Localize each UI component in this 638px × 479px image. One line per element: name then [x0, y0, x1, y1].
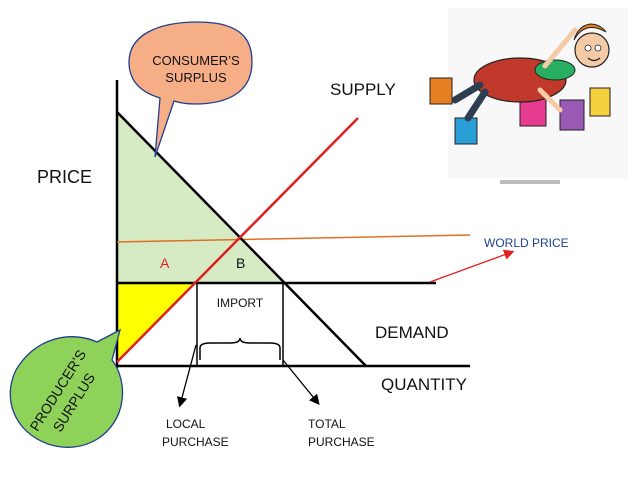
- consumer-surplus-label-line1: CONSUMER’S: [152, 53, 240, 68]
- total-purchase-label-line2: PURCHASE: [308, 435, 375, 449]
- local-purchase-arrow: [176, 344, 197, 408]
- total-purchase-label-line1: TOTAL: [308, 417, 346, 431]
- local-purchase-label-line2: PURCHASE: [162, 435, 229, 449]
- supply-curve: [116, 117, 359, 363]
- price-axis-label: PRICE: [37, 167, 92, 187]
- shopping-clipart-icon: [429, 8, 628, 184]
- world-price-label: WORLD PRICE: [484, 236, 569, 250]
- world-price-arrow: [429, 249, 515, 283]
- area-a-label: A: [160, 255, 170, 271]
- producer-surplus-callout: PRODUCER’S SURPLUS: [9, 328, 124, 448]
- import-label: IMPORT: [217, 296, 264, 310]
- total-purchase-arrow: [282, 359, 320, 406]
- demand-curve: [116, 111, 367, 367]
- demand-label: DEMAND: [375, 323, 449, 342]
- local-purchase-label-line1: LOCAL: [166, 417, 206, 431]
- consumer-surplus-label-line2: SURPLUS: [165, 70, 227, 85]
- quantity-axis-label: QUANTITY: [381, 375, 467, 394]
- import-brace: [199, 337, 281, 360]
- consumer-surplus-callout: CONSUMER’S SURPLUS: [128, 21, 253, 158]
- area-b-label: B: [236, 255, 245, 271]
- supply-label: SUPPLY: [330, 80, 396, 99]
- import-box: [196, 282, 284, 367]
- equilibrium-price-line: [116, 234, 471, 243]
